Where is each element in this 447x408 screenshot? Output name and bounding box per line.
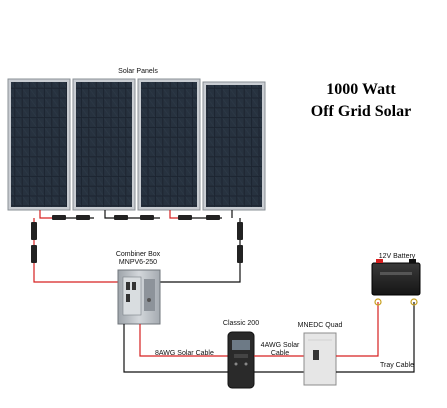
array-output-wiring bbox=[31, 218, 243, 283]
battery-icon bbox=[371, 259, 421, 296]
diagram-title: 1000 Watt Off Grid Solar bbox=[306, 79, 416, 123]
solar-panel-icon bbox=[72, 78, 136, 211]
dc-disconnect-icon bbox=[303, 332, 337, 386]
cable-4awg-label: 4AWG Solar bbox=[260, 342, 300, 349]
tray-cable-label: Tray Cable bbox=[380, 362, 414, 369]
disconnect-to-battery-wiring bbox=[336, 298, 418, 373]
controller-to-disconnect-wiring bbox=[254, 355, 304, 373]
cable-4awg-label-2: Cable bbox=[270, 350, 290, 357]
mc4-connector-icon bbox=[114, 215, 128, 220]
mc4-connector-icon bbox=[178, 215, 192, 220]
combiner-box-label: Combiner Box bbox=[115, 251, 161, 258]
ring-terminal-icon bbox=[410, 298, 418, 306]
mc4-connector-icon bbox=[76, 215, 90, 220]
solar-panel-icon bbox=[7, 78, 71, 211]
mc4-connector-icon bbox=[206, 215, 220, 220]
disconnect-label: MNEDC Quad bbox=[297, 322, 343, 329]
mc4-connector-icon bbox=[237, 222, 243, 240]
charge-controller-label: Classic 200 bbox=[222, 320, 260, 327]
mc4-connector-icon bbox=[140, 215, 154, 220]
title-line-2: Off Grid Solar bbox=[310, 103, 412, 120]
combiner-box-icon bbox=[117, 269, 161, 325]
charge-controller-icon bbox=[227, 331, 255, 389]
solar-panels-label: Solar Panels bbox=[118, 68, 158, 75]
solar-panel-icon bbox=[202, 81, 266, 211]
combiner-box-model-label: MNPV6-250 bbox=[118, 259, 158, 266]
mc4-connector-icon bbox=[237, 245, 243, 263]
title-line-1: 1000 Watt bbox=[326, 81, 396, 98]
battery-label: 12V Battery bbox=[378, 253, 416, 260]
mc4-connector-icon bbox=[31, 245, 37, 263]
cable-8awg-label: 8AWG Solar Cable bbox=[155, 350, 214, 357]
mc4-connector-icon bbox=[52, 215, 66, 220]
combiner-to-controller-wiring bbox=[123, 324, 230, 373]
panel-interconnect-wiring bbox=[39, 210, 233, 220]
ring-terminal-icon bbox=[374, 298, 382, 306]
mc4-connector-icon bbox=[31, 222, 37, 240]
solar-panel-icon bbox=[137, 78, 201, 211]
solar-panel-array bbox=[7, 78, 266, 211]
